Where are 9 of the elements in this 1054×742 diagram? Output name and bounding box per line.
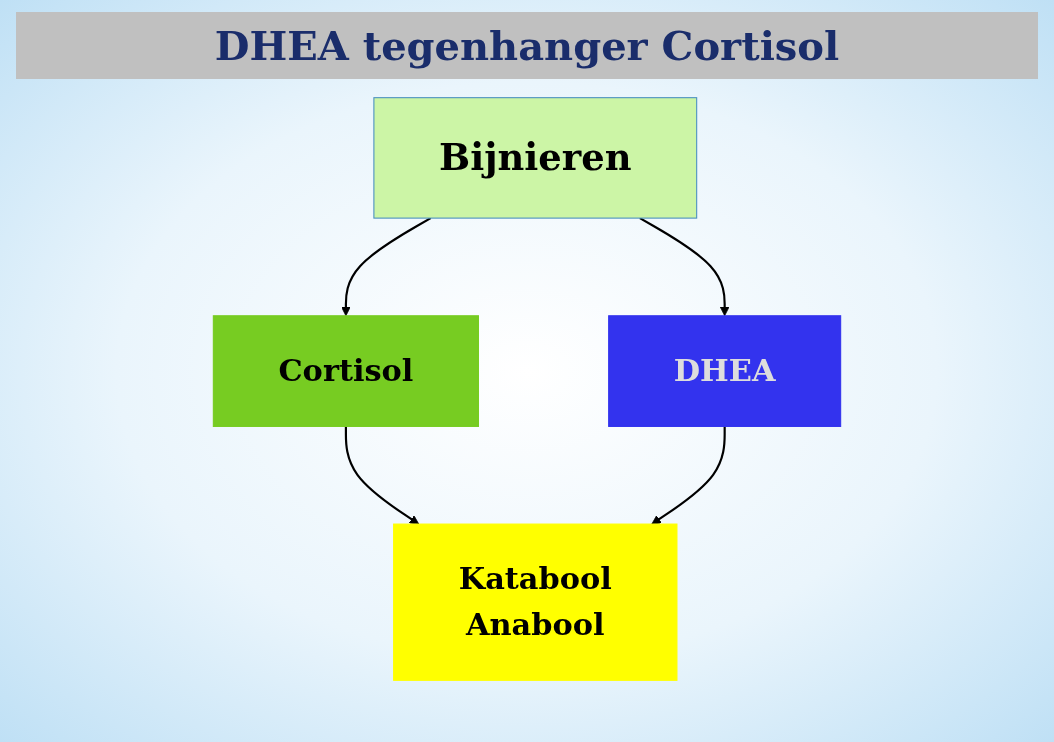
arrow (651, 426, 726, 525)
arrow (341, 217, 432, 317)
node-box: Cortisol (212, 315, 479, 427)
node-box: DHEA (608, 315, 842, 427)
node-box: Katabool Anabool (393, 523, 678, 681)
arrow (639, 217, 730, 317)
arrow (344, 426, 420, 525)
node-box: Bijnieren (373, 97, 698, 219)
title-banner: DHEA tegenhanger Cortisol (16, 12, 1038, 79)
